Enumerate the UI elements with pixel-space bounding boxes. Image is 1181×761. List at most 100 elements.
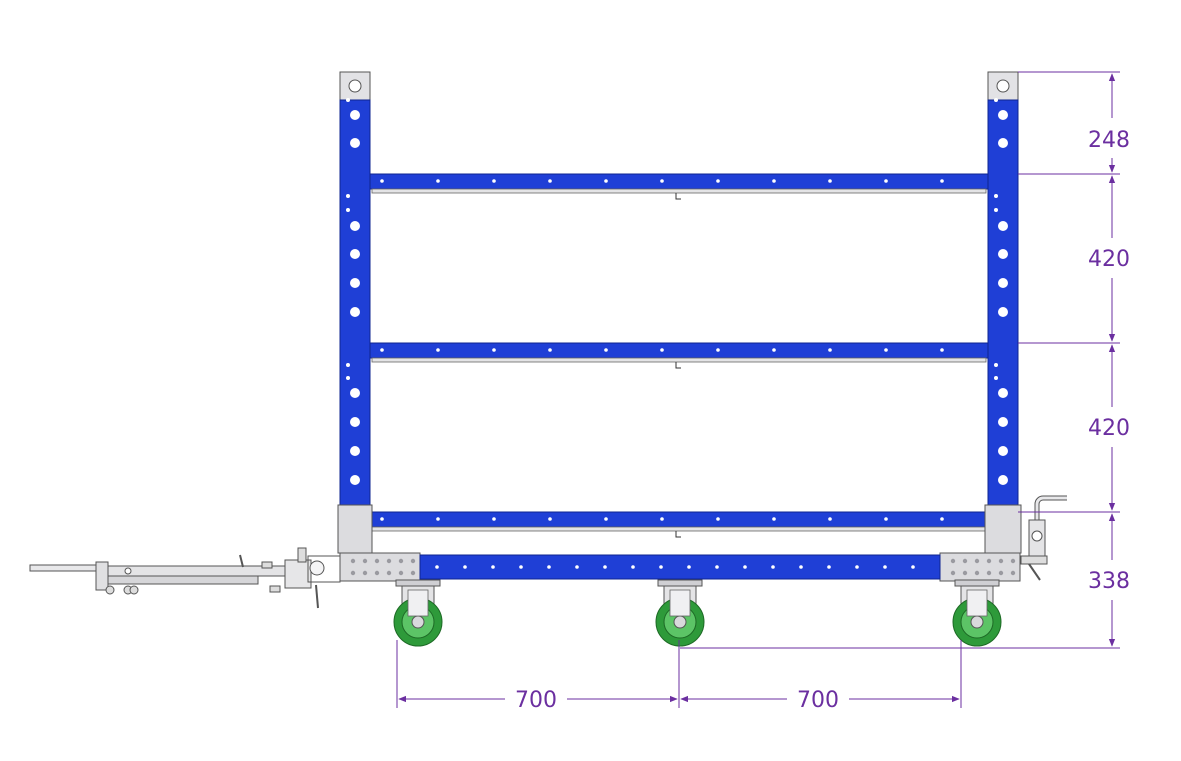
base-hole: [827, 565, 831, 569]
shelf-hole: [548, 179, 552, 183]
base-hole: [491, 565, 495, 569]
plate-bolt: [974, 558, 980, 564]
shelf-hole: [380, 179, 384, 183]
post-hole: [350, 249, 360, 259]
base-hole: [575, 565, 579, 569]
shelf-hole: [716, 517, 720, 521]
shelf-hole: [772, 517, 776, 521]
post-bolt: [346, 98, 350, 102]
shelf-hole: [772, 348, 776, 352]
post-hole: [350, 446, 360, 456]
plate-bolt: [374, 558, 380, 564]
shelf-hole: [884, 348, 888, 352]
plate-bolt: [974, 570, 980, 576]
plate-bolt: [1010, 570, 1016, 576]
post-bolt: [994, 194, 998, 198]
plate-bolt: [950, 570, 956, 576]
post-hole: [350, 388, 360, 398]
base-hole: [547, 565, 551, 569]
post-hole: [998, 446, 1008, 456]
plate-bolt: [998, 558, 1004, 564]
post-bolt: [994, 98, 998, 102]
plate-bolt: [1010, 558, 1016, 564]
plate-bolt: [398, 558, 404, 564]
base-hole: [855, 565, 859, 569]
plate-bolt: [962, 558, 968, 564]
post-bolt: [346, 376, 350, 380]
post-bolt: [346, 194, 350, 198]
plate-bolt: [362, 558, 368, 564]
shelf-hole: [716, 179, 720, 183]
post-bolt: [994, 208, 998, 212]
shelf-hole: [492, 348, 496, 352]
plate-bolt: [962, 570, 968, 576]
dimension-top-spacing: 248: [1088, 128, 1130, 153]
plate-bolt: [386, 558, 392, 564]
shelf-hole: [492, 517, 496, 521]
shelf-hole: [828, 517, 832, 521]
dimension-shelf-spacing-upper: 420: [1088, 247, 1130, 272]
plate-bolt: [350, 570, 356, 576]
caster-wheel-icon: [393, 579, 443, 647]
base-hole: [435, 565, 439, 569]
post-bolt: [994, 363, 998, 367]
dimension-shelf-spacing-lower: 420: [1088, 416, 1130, 441]
post-hole: [998, 249, 1008, 259]
shelf-hole: [772, 179, 776, 183]
left-upright-post: [339, 71, 371, 554]
caster-wheels: [393, 579, 1002, 647]
base-hole: [799, 565, 803, 569]
plate-bolt: [986, 558, 992, 564]
shelf-hole: [436, 179, 440, 183]
shelf-hole: [604, 517, 608, 521]
caster-wheel-icon: [655, 579, 705, 647]
shelf-hole: [492, 179, 496, 183]
shelf-hole: [548, 517, 552, 521]
post-hole: [998, 278, 1008, 288]
shelf-hole: [828, 348, 832, 352]
plate-bolt: [386, 570, 392, 576]
post-hole: [998, 388, 1008, 398]
plate-bolt: [410, 570, 416, 576]
post-hole: [350, 417, 360, 427]
dimension-bottom-height: 338: [1088, 569, 1130, 594]
post-hole: [998, 221, 1008, 231]
post-hole: [998, 475, 1008, 485]
base-hole: [911, 565, 915, 569]
shelf-hole: [660, 517, 664, 521]
post-hole: [350, 110, 360, 120]
post-bolt: [346, 363, 350, 367]
post-hole: [998, 138, 1008, 148]
plate-bolt: [362, 570, 368, 576]
post-hole: [350, 278, 360, 288]
shelf-hole: [716, 348, 720, 352]
post-hole: [350, 138, 360, 148]
coupling-pin-icon: [1020, 495, 1067, 581]
shelf-hole: [940, 348, 944, 352]
base-hole: [519, 565, 523, 569]
base-hole: [687, 565, 691, 569]
base-hole: [743, 565, 747, 569]
post-hole: [350, 475, 360, 485]
base-hole: [463, 565, 467, 569]
plate-bolt: [998, 570, 1004, 576]
tow-bar-icon: [29, 547, 341, 609]
shelf-hole: [660, 179, 664, 183]
base-hole: [603, 565, 607, 569]
shelf-hole: [380, 348, 384, 352]
shelf-hole: [436, 348, 440, 352]
right-upright-post: [987, 71, 1019, 554]
dimension-lines: [396, 71, 1120, 708]
post-bolt: [346, 208, 350, 212]
shelf-hole: [380, 517, 384, 521]
shelf-hole: [940, 179, 944, 183]
shelf-hole: [940, 517, 944, 521]
shelf-beams: [369, 173, 989, 538]
plate-bolt: [410, 558, 416, 564]
plate-bolt: [986, 570, 992, 576]
shelf-hole: [660, 348, 664, 352]
plate-bolt: [950, 558, 956, 564]
post-hole: [350, 221, 360, 231]
